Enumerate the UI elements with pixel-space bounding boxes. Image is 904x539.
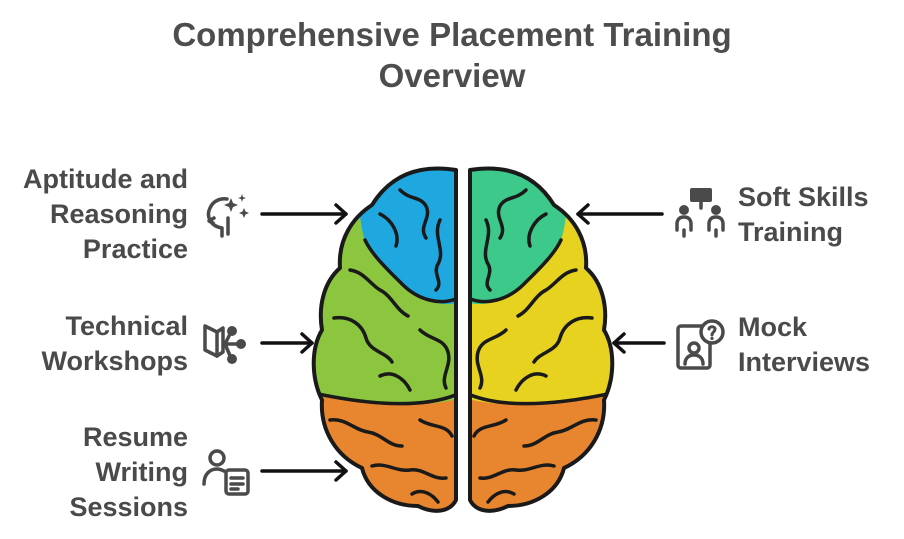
interview-icon xyxy=(676,319,725,370)
label-aptitude: Aptitude and Reasoning Practice xyxy=(23,164,188,264)
person-document-icon xyxy=(202,449,250,496)
left-hemisphere xyxy=(311,166,458,513)
lobe-teal xyxy=(470,168,568,304)
arrow-resume xyxy=(260,460,348,482)
label-soft-skills: Soft Skills Training xyxy=(738,182,869,247)
arrow-soft-skills xyxy=(576,203,664,225)
right-hemisphere xyxy=(468,166,615,513)
people-presentation-icon xyxy=(675,188,725,238)
arrow-mock-interviews xyxy=(612,332,666,354)
arrow-technical xyxy=(260,332,314,354)
label-mock-interviews: Mock Interviews xyxy=(738,312,871,377)
label-technical: Technical Workshops xyxy=(41,311,188,376)
title-line-2: Overview xyxy=(378,57,526,94)
label-resume: Resume Writing Sessions xyxy=(69,422,188,522)
page-title: Comprehensive Placement Training Overvie… xyxy=(0,14,904,96)
arrow-aptitude xyxy=(260,203,348,225)
title-line-1: Comprehensive Placement Training xyxy=(172,16,732,53)
brain-sparkle-icon xyxy=(206,194,249,238)
book-network-icon xyxy=(203,324,246,364)
lobe-blue xyxy=(358,168,456,304)
